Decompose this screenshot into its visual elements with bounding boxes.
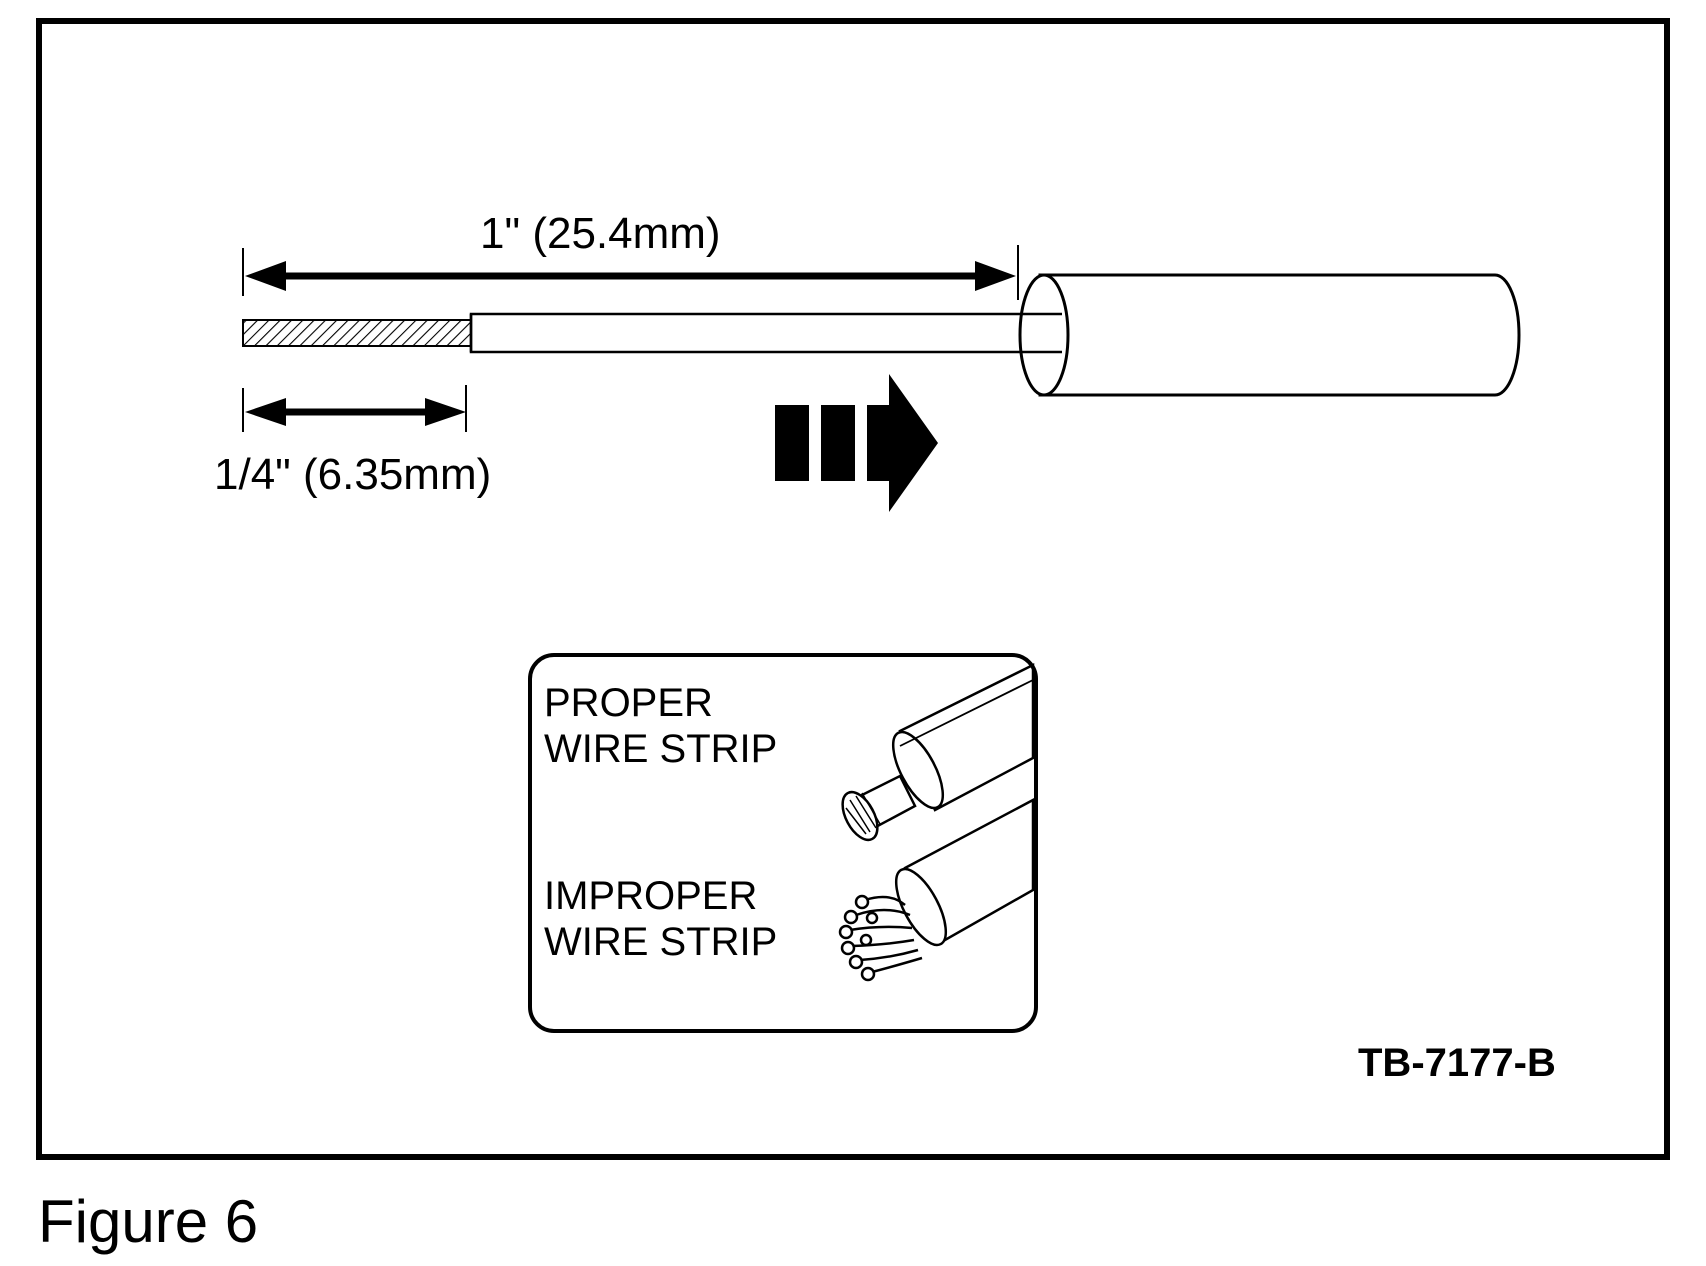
- dimension-arrow-long: [245, 261, 1016, 291]
- improper-strip-label: IMPROPER WIRE STRIP: [544, 874, 778, 964]
- bare-conductor: [242, 319, 472, 347]
- stripped-wire: [242, 312, 1064, 354]
- dimension-long-label: 1" (25.4mm): [480, 209, 721, 258]
- push-direction-arrow-icon: [775, 374, 938, 512]
- wire-insulation: [469, 312, 1064, 354]
- dimension-short-label: 1/4" (6.35mm): [214, 450, 492, 499]
- figure-frame: [36, 18, 1670, 1160]
- proper-strip-label: PROPER WIRE STRIP: [544, 681, 778, 771]
- connector-tube: [1018, 273, 1521, 397]
- wire-strip-inset: [528, 653, 1038, 1033]
- figure-caption: Figure 6: [38, 1188, 259, 1255]
- proper-strip-wire-icon: [841, 662, 1035, 842]
- improper-strip-wire-icon: [838, 797, 1035, 982]
- dimension-extension-lines: [242, 245, 1019, 432]
- reference-code: TB-7177-B: [1358, 1041, 1556, 1085]
- dimension-arrow-short: [245, 398, 466, 426]
